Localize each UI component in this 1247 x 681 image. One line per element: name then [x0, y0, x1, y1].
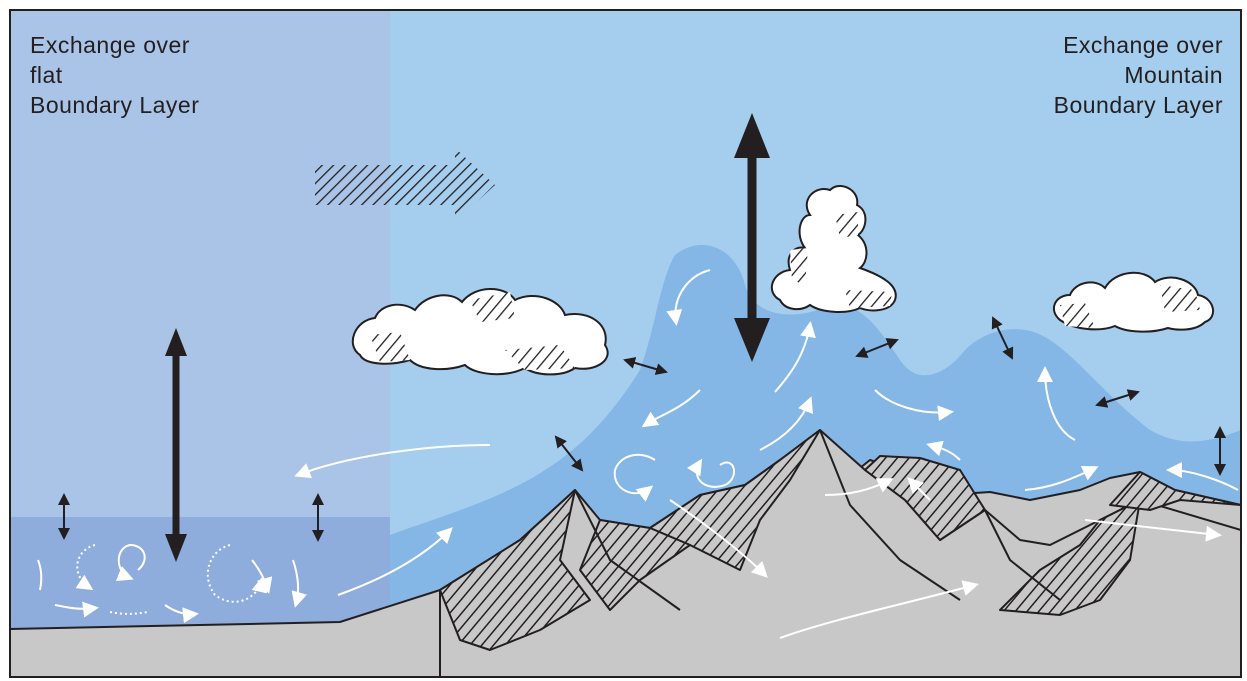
label-line: Exchange over [1054, 30, 1223, 60]
label-line: Exchange over [30, 30, 199, 60]
label-line: Boundary Layer [1054, 90, 1223, 120]
label-mountain-boundary-layer: Exchange over Mountain Boundary Layer [1054, 30, 1223, 120]
cloud-shadow [790, 248, 808, 285]
cloud-shadow [845, 290, 892, 308]
label-line: Boundary Layer [30, 90, 199, 120]
label-line: Mountain [1054, 60, 1223, 90]
label-line: flat [30, 60, 199, 90]
label-flat-boundary-layer: Exchange over flat Boundary Layer [30, 30, 199, 120]
